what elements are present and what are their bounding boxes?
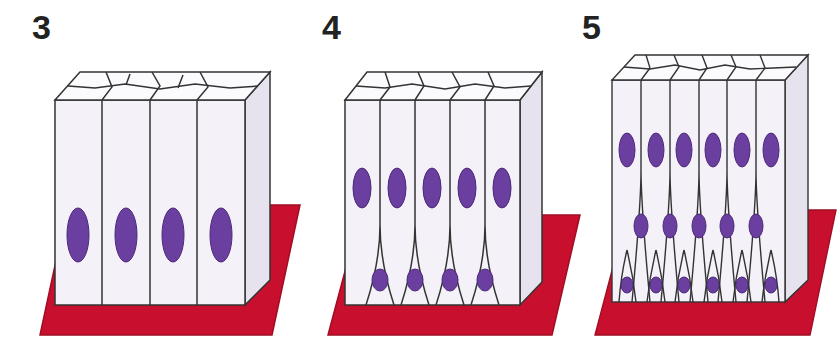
top-face [55,72,270,100]
panel-number: 3 [32,10,51,44]
side-face [785,55,808,302]
callout-number: 5 [582,8,601,46]
nuclei [619,133,779,293]
callout-number: 3 [32,8,51,46]
top-face [612,55,808,80]
nuclei [353,168,511,291]
front-face [612,80,785,302]
callout-number: 4 [322,8,341,46]
multirow-block [595,55,836,335]
nuclei [67,208,232,262]
side-face [245,72,270,305]
simple-columnar-block [40,72,300,335]
front-face [55,100,245,305]
front-face [345,100,520,305]
panel-number: 4 [322,10,341,44]
side-face [520,72,542,305]
panel-number: 5 [582,10,601,44]
pseudostratified-block [328,72,580,335]
top-face [345,72,542,100]
